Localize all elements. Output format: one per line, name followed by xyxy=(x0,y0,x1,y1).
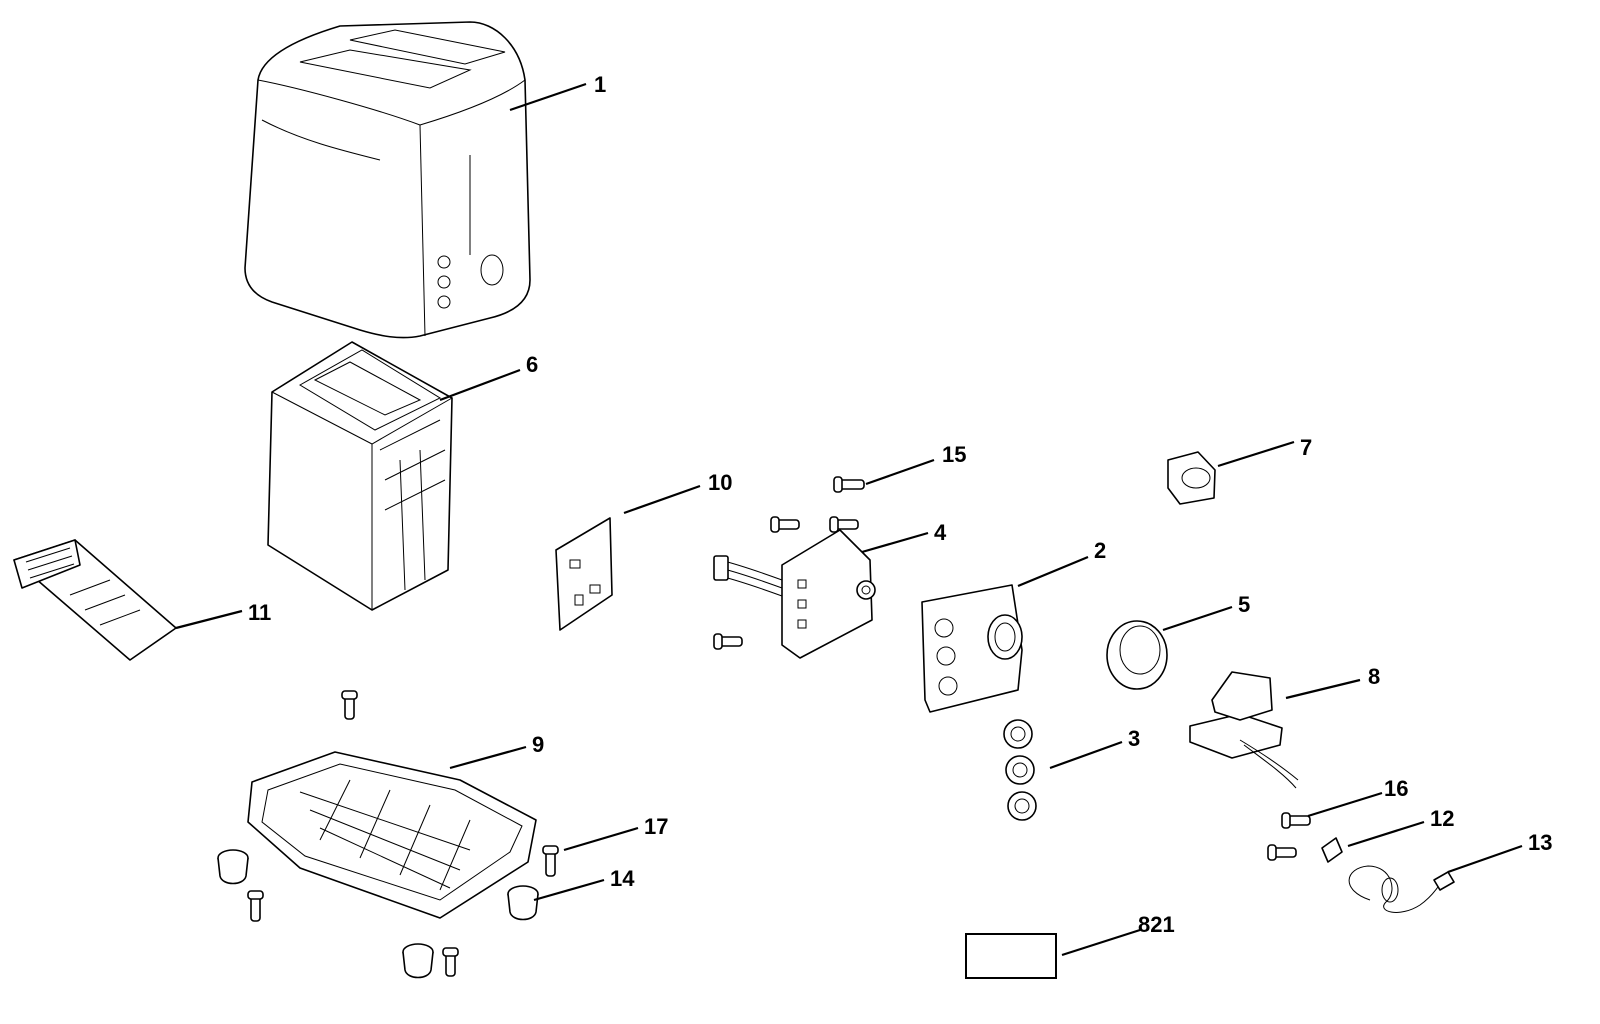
callout-17: 17 xyxy=(644,814,668,839)
callout-5: 5 xyxy=(1238,592,1250,617)
callout-14: 14 xyxy=(610,866,635,891)
part-14-feet xyxy=(217,849,539,979)
screw xyxy=(713,633,743,650)
part-15-screws xyxy=(713,476,865,650)
callout-6: 6 xyxy=(526,352,538,377)
part-3-buttons xyxy=(1003,719,1037,821)
part-7-lever-knob xyxy=(1167,451,1216,505)
part-11-crumb-tray xyxy=(13,539,177,661)
screw xyxy=(1281,812,1311,829)
leader-821 xyxy=(1061,928,1141,957)
leader-8 xyxy=(1285,678,1361,700)
callout-8: 8 xyxy=(1368,664,1380,689)
leader-11 xyxy=(175,609,243,630)
part-1-housing xyxy=(244,21,531,339)
leader-17 xyxy=(563,826,639,852)
screw xyxy=(341,690,358,720)
leader-2 xyxy=(1017,555,1089,588)
part-10-circuit-board xyxy=(555,517,613,631)
leader-7 xyxy=(1217,440,1295,468)
callout-1: 1 xyxy=(594,72,606,97)
leader-5 xyxy=(1162,605,1233,632)
leader-12 xyxy=(1347,820,1425,848)
screw xyxy=(1267,844,1297,861)
callout-11: 11 xyxy=(248,600,271,625)
callout-7: 7 xyxy=(1300,435,1312,460)
part-13-power-cord xyxy=(1348,865,1455,913)
screw xyxy=(829,516,859,533)
screw xyxy=(833,476,865,493)
foot xyxy=(507,885,539,921)
foot xyxy=(402,943,434,979)
leader-15 xyxy=(865,458,935,486)
part-5-knob xyxy=(1106,620,1168,690)
leader-10 xyxy=(623,484,701,515)
screw xyxy=(542,845,559,877)
part-6-chassis xyxy=(267,341,453,611)
leader-4 xyxy=(861,531,929,554)
part-12-cord-clamp xyxy=(1321,837,1343,863)
part-9-base xyxy=(247,751,537,919)
part-2-control-panel xyxy=(921,584,1023,713)
part-8-switch-assembly xyxy=(1189,671,1299,789)
callout-13: 13 xyxy=(1528,830,1552,855)
leader-9 xyxy=(449,745,527,770)
callout-12: 12 xyxy=(1430,806,1454,831)
leader-14 xyxy=(533,878,605,902)
screw xyxy=(247,890,264,922)
leader-1 xyxy=(509,82,587,112)
leader-6 xyxy=(439,368,521,402)
screw xyxy=(442,947,459,977)
callout-16: 16 xyxy=(1384,776,1408,801)
callout-15: 15 xyxy=(942,442,966,467)
callout-4: 4 xyxy=(934,520,947,545)
callout-9: 9 xyxy=(532,732,544,757)
leader-3 xyxy=(1049,740,1123,770)
part-17-base-screws xyxy=(247,690,559,977)
leader-16 xyxy=(1307,791,1383,818)
callout-2: 2 xyxy=(1094,538,1106,563)
part-16-screws xyxy=(1267,812,1311,861)
callout-821: 821 xyxy=(1138,912,1175,937)
part-4-control-plate xyxy=(713,529,876,659)
screw xyxy=(770,516,800,533)
part-821-label-box xyxy=(965,933,1057,979)
callout-3: 3 xyxy=(1128,726,1140,751)
callout-10: 10 xyxy=(708,470,732,495)
foot xyxy=(217,849,249,885)
leader-13 xyxy=(1447,844,1523,874)
